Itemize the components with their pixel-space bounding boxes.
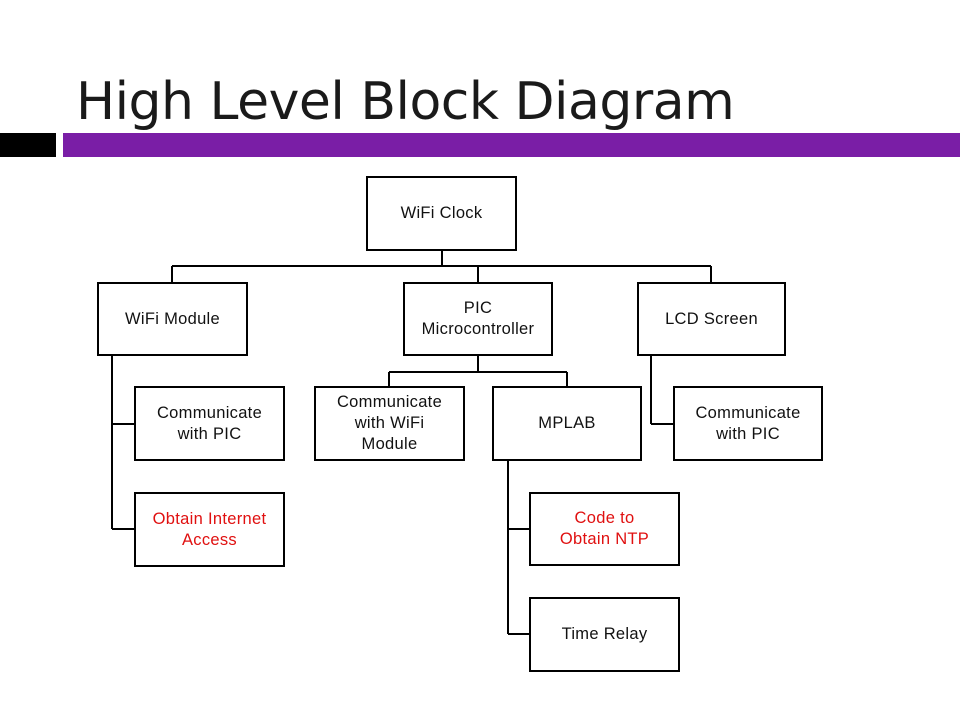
box-wifi-communicate-pic: Communicate with PIC <box>134 386 285 461</box>
box-lcd-communicate-pic: Communicate with PIC <box>673 386 823 461</box>
box-communicate-with-wifi-module: Communicate with WiFi Module <box>314 386 465 461</box>
box-time-relay: Time Relay <box>529 597 680 672</box>
box-obtain-internet-access: Obtain Internet Access <box>134 492 285 567</box>
box-lcd-screen: LCD Screen <box>637 282 786 356</box>
box-mplab: MPLAB <box>492 386 642 461</box>
box-wifi-clock: WiFi Clock <box>366 176 517 251</box>
title-bar-accent <box>63 133 960 157</box>
box-pic-microcontroller: PIC Microcontroller <box>403 282 553 356</box>
title-bar-left-block <box>0 133 56 157</box>
slide-title: High Level Block Diagram <box>76 72 735 132</box>
box-code-obtain-ntp: Code to Obtain NTP <box>529 492 680 566</box>
box-wifi-module: WiFi Module <box>97 282 248 356</box>
